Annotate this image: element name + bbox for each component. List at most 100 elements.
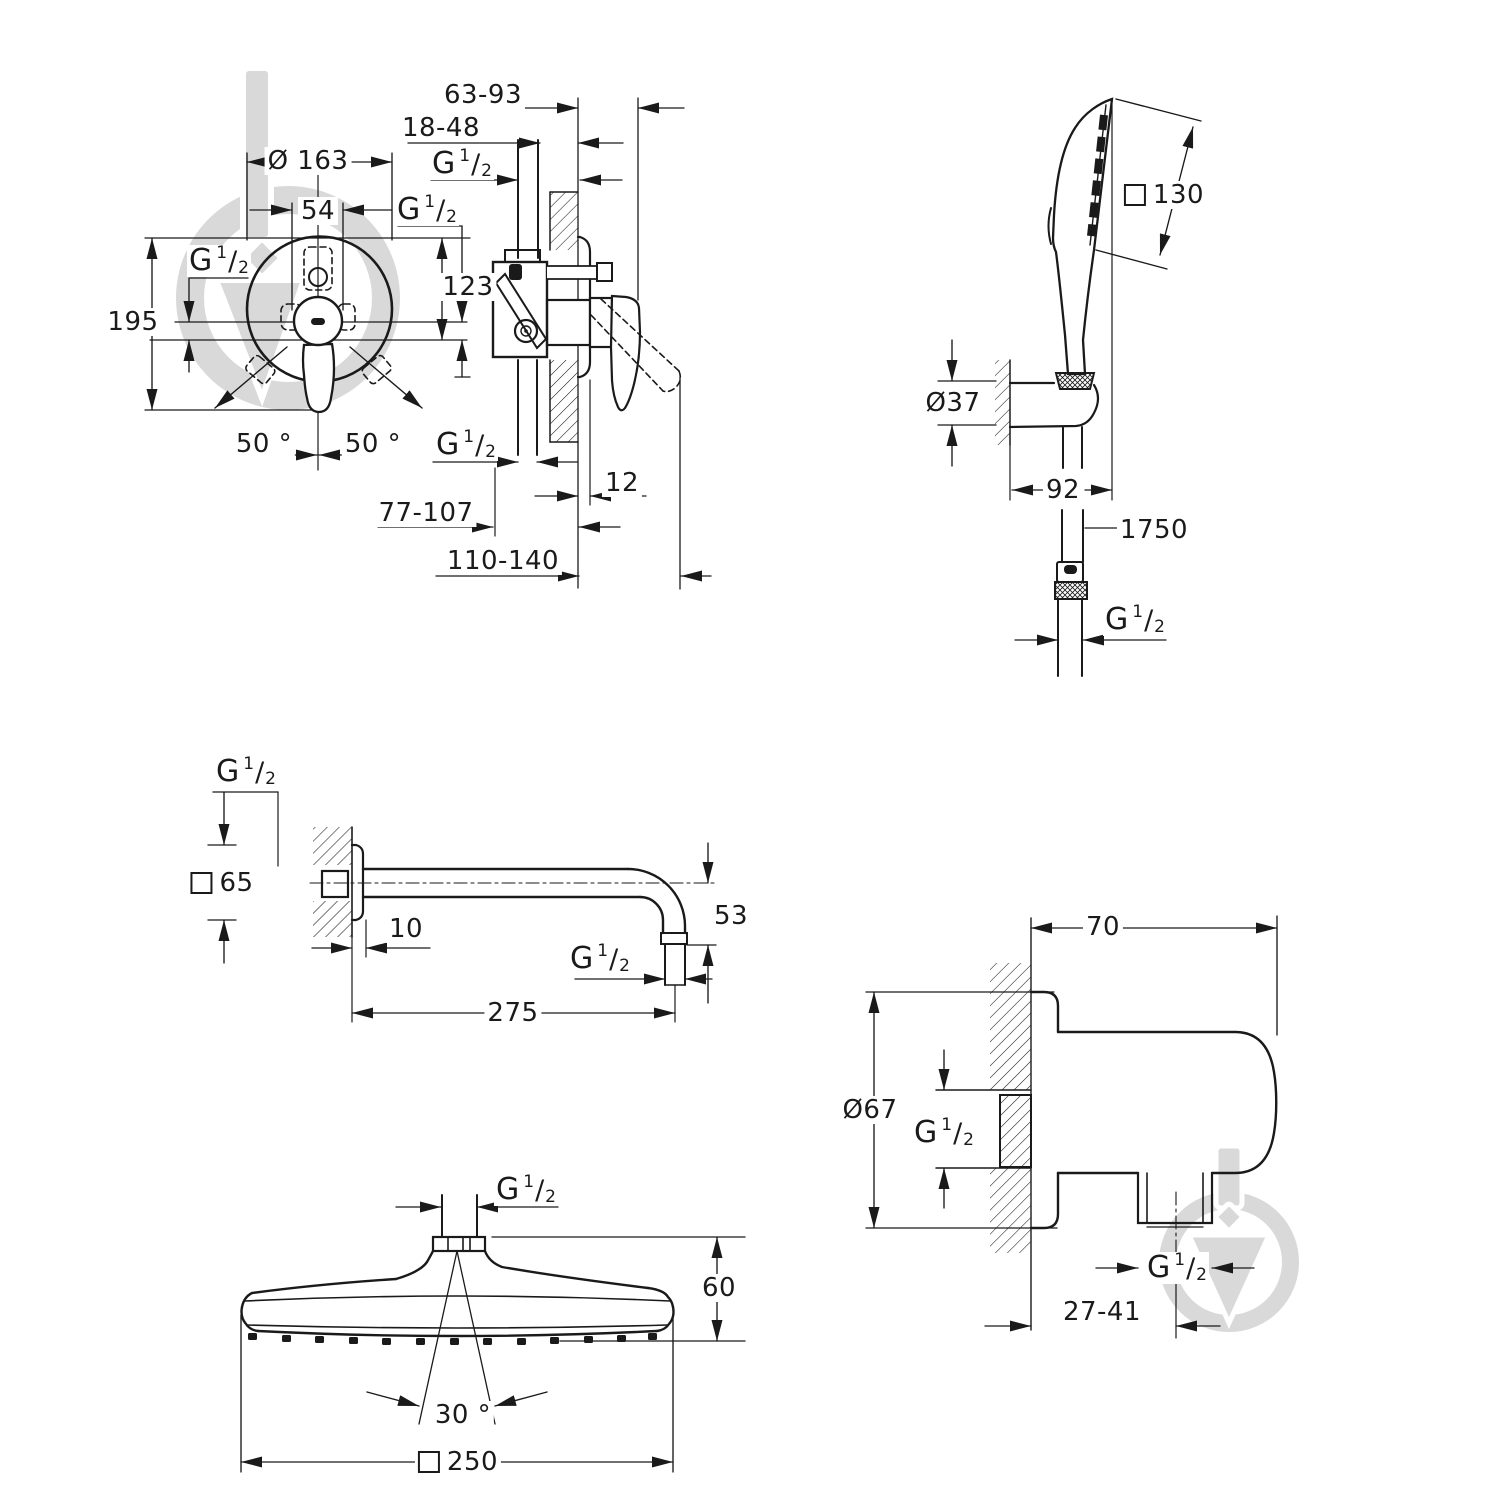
dim-label-union-flange-diameter: Ø67: [839, 1096, 901, 1124]
dim-label-port-spacing: 54: [297, 197, 339, 225]
thread-slash: /: [953, 1117, 963, 1149]
mixer-side-view: [377, 97, 712, 590]
hand-shower-set-view: [937, 97, 1202, 677]
union-outlet-nipple: [1136, 1171, 1214, 1225]
dim-label-head-size: 250: [414, 1447, 502, 1477]
thread-denominator: 2: [963, 1129, 975, 1150]
thread-letter: G: [431, 146, 456, 181]
thread-numerator: 1: [1132, 601, 1144, 622]
watermark-logo-top-left: [176, 65, 400, 410]
thread-numerator: 1: [941, 1114, 953, 1135]
dim-label-port-height: 123: [439, 273, 497, 301]
thread-slash: /: [1144, 604, 1154, 636]
dim-label-total-depth: 110-140: [443, 547, 563, 575]
thread-denominator: 2: [1154, 616, 1166, 637]
thread-numerator: 1: [1174, 1249, 1186, 1270]
thread-denominator: 2: [446, 206, 458, 227]
dim-label-arm-flange-thickness: 10: [385, 915, 427, 943]
thread-slash: /: [609, 943, 619, 975]
dim-value: 130: [1152, 180, 1205, 210]
dim-label-arm-flange-size: 65: [187, 868, 257, 898]
union-flange: [1029, 990, 1060, 1230]
shower-arm-view: [207, 791, 717, 1023]
thread-letter: G: [569, 941, 594, 976]
dim-label-angle-right: 50 °: [341, 430, 405, 458]
dim-label-holder-diameter: Ø37: [922, 389, 984, 417]
thread-slash: /: [255, 756, 265, 788]
thread-denominator: 2: [485, 441, 497, 462]
thread-denominator: 2: [238, 257, 250, 278]
dim-label-hand-shower-size: 130: [1120, 180, 1208, 210]
dim-label-rough-in: 18-48: [398, 114, 484, 142]
thread-slash: /: [471, 148, 481, 180]
dim-label-hose-length: 1750: [1116, 516, 1192, 544]
thread-letter: G: [215, 754, 240, 789]
thread-slash: /: [1186, 1252, 1196, 1284]
thread-denominator: 2: [619, 955, 631, 976]
dim-label-holder-offset: 92: [1042, 476, 1084, 504]
lever-handle: [301, 342, 336, 414]
dim-label-head-height: 60: [698, 1274, 740, 1302]
wall-union-view: [865, 915, 1278, 1339]
holder-bracket: [1008, 381, 1100, 429]
thread-slash: /: [535, 1174, 545, 1206]
dim-label-total-height: 195: [104, 308, 162, 336]
cartridge-screw: [308, 267, 328, 287]
thread-slash: /: [475, 429, 485, 461]
thread-numerator: 1: [216, 242, 228, 263]
dim-value: 250: [446, 1447, 499, 1477]
thread-numerator: 1: [424, 191, 436, 212]
union-body: [1056, 1030, 1278, 1175]
handle-side: [609, 294, 642, 412]
dim-label-union-offset-range: 27-41: [1059, 1298, 1145, 1326]
square-symbol-icon: [190, 872, 213, 894]
thread-denominator: 2: [1196, 1264, 1208, 1285]
dim-label-angle-left: 50 °: [232, 430, 296, 458]
square-symbol-icon: [417, 1451, 440, 1473]
thread-letter: G: [188, 243, 213, 278]
dim-label-spray-angle: 30 °: [431, 1401, 495, 1429]
dim-label-arm-length: 275: [484, 999, 542, 1027]
thread-slash: /: [436, 194, 446, 226]
arm-inlet: [320, 869, 350, 899]
head-shower-view: [240, 1194, 746, 1473]
head-connector-nut: [431, 1235, 487, 1253]
mixer-front-view: [144, 152, 471, 471]
dim-label-arm-drop: 53: [710, 902, 752, 930]
thread-slash: /: [228, 245, 238, 277]
thread-numerator: 1: [597, 940, 609, 961]
thread-denominator: 2: [545, 1186, 557, 1207]
union-wall-thread: [999, 1094, 1032, 1168]
dim-value: 65: [219, 868, 254, 898]
thread-numerator: 1: [463, 426, 475, 447]
thread-letter: G: [1104, 602, 1129, 637]
dim-label-depth-range: 63-93: [440, 81, 526, 109]
thread-numerator: 1: [459, 145, 471, 166]
dim-label-body-depth: 77-107: [375, 499, 477, 527]
thread-letter: G: [435, 427, 460, 462]
thread-letter: G: [495, 1172, 520, 1207]
thread-numerator: 1: [243, 753, 255, 774]
hose-nut: [1054, 581, 1088, 600]
valve-body: [491, 260, 549, 359]
thread-numerator: 1: [523, 1171, 535, 1192]
thread-denominator: 2: [265, 768, 277, 789]
square-symbol-icon: [1123, 184, 1146, 206]
dim-label-plate-thickness: 12: [601, 469, 643, 497]
dim-label-union-depth: 70: [1082, 913, 1124, 941]
holder-cone: [1054, 372, 1096, 390]
dim-label-rosette-diameter: Ø 163: [264, 147, 352, 175]
thread-letter: G: [913, 1115, 938, 1150]
through-wall-block: [545, 298, 592, 347]
